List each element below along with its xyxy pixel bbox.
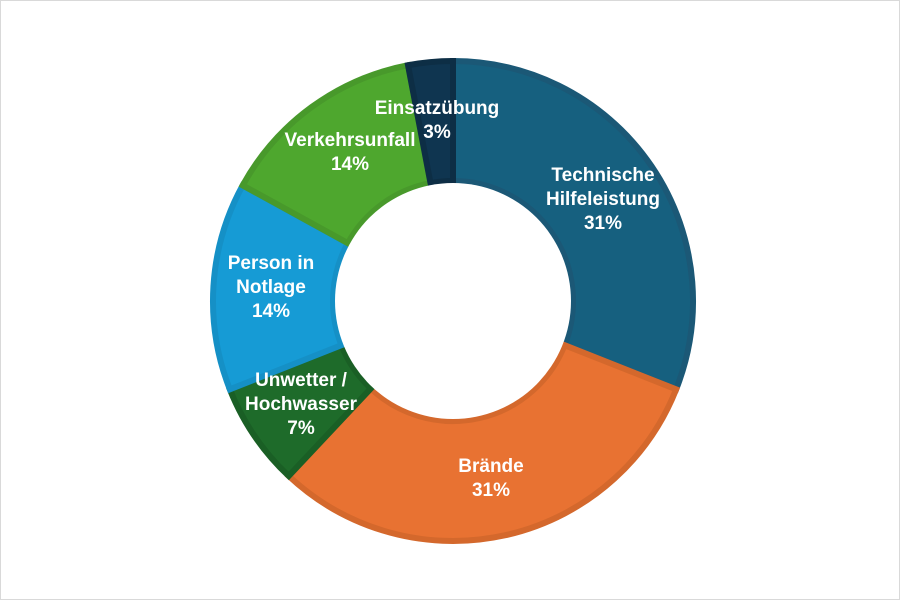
label-line: Unwetter / [255,370,347,391]
label-braende: Brände 31% [458,455,523,503]
label-verkehrsunfall: Verkehrsunfall 14% [285,129,416,177]
label-line: Technische [551,165,655,186]
label-percent: 7% [287,418,315,439]
label-line: Verkehrsunfall [284,130,416,151]
label-line: Notlage [236,277,306,298]
donut-slice [284,341,681,544]
label-percent: 3% [423,122,451,143]
label-line: Person in [227,253,315,274]
label-person-in-notlage: Person in Notlage 14% [228,252,315,324]
label-technische-hilfeleistung: Technische Hilfeleistung 31% [546,164,660,236]
label-percent: 14% [330,154,370,175]
label-einsatzuebung: Einsatzübung 3% [375,97,500,145]
label-line: Einsatzübung [374,98,500,119]
label-percent: 31% [583,213,623,234]
label-line: Brände [458,456,524,477]
label-percent: 14% [251,301,291,322]
label-percent: 31% [471,480,511,501]
donut-slice [238,61,435,248]
donut-hole [335,183,571,419]
donut-slice [450,57,696,394]
donut-slice [404,57,456,187]
donut-slice [210,181,352,394]
label-line: Hilfeleistung [545,189,661,210]
label-line: Hochwasser [245,394,357,415]
label-unwetter-hochwasser: Unwetter / Hochwasser 7% [245,369,357,441]
